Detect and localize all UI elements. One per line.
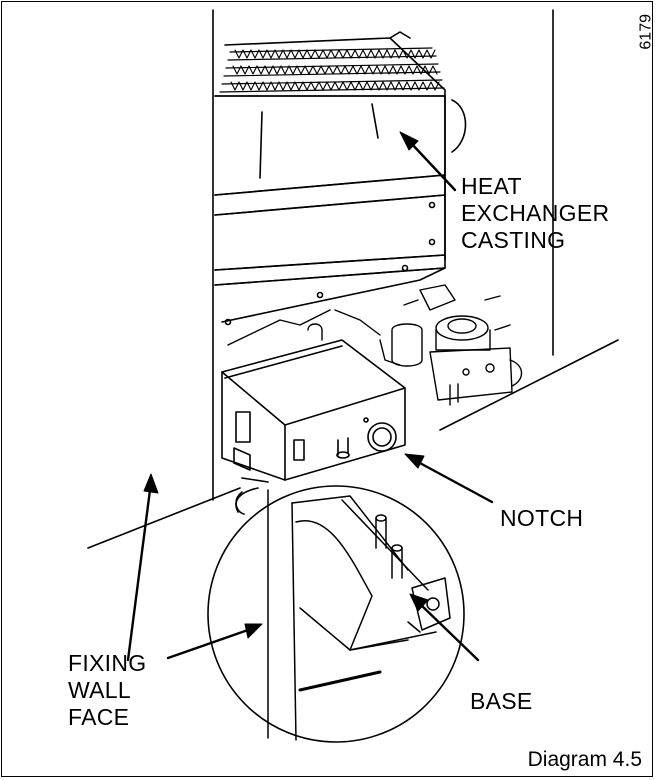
gas-valve-assembly (227, 284, 523, 406)
fixing-wall-face-label-line-1: FIXING (68, 650, 147, 676)
heat-exchanger-label-line-1: HEAT (461, 173, 522, 199)
heat-exchanger-label-line-2: EXCHANGER (461, 200, 610, 226)
heat-exchanger-label: HEAT EXCHANGER CASTING (461, 173, 609, 254)
figure-reference-number: 6179 (638, 14, 655, 50)
fixing-wall-face-label-line-3: FACE (68, 704, 130, 730)
notch-label: NOTCH (500, 505, 584, 531)
detail-base (267, 489, 451, 741)
heat-exchanger-casting (214, 31, 467, 326)
diagram-caption: Diagram 4.5 (527, 748, 642, 771)
base-label: BASE (470, 688, 533, 714)
fixing-wall-face-label: FIXING WALL FACE (68, 650, 146, 731)
detail-callout (207, 485, 465, 743)
heat-exchanger-label-line-3: CASTING (461, 227, 566, 253)
wall-edges (87, 9, 619, 549)
fixing-wall-face-label-line-2: WALL (68, 677, 131, 703)
leader-arrows (126, 131, 494, 662)
control-box (221, 339, 406, 483)
